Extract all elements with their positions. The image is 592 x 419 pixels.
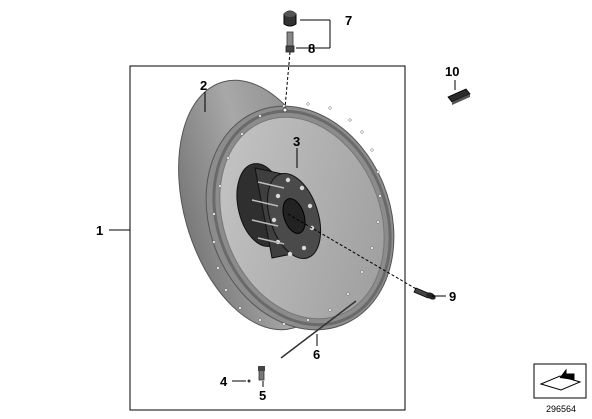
callout-8: 8 <box>308 41 315 56</box>
hub-ribs <box>251 181 285 245</box>
axle-bolt <box>413 287 436 300</box>
spoke-nipple <box>258 366 265 381</box>
valve-axis-line <box>284 51 291 109</box>
callout-1: 1 <box>96 223 103 238</box>
reference-number: 296564 <box>546 404 576 414</box>
callout-9: 9 <box>449 289 456 304</box>
hub-center <box>282 198 306 234</box>
callout-5: 5 <box>259 388 266 403</box>
valve-cap <box>283 10 297 27</box>
spoke <box>280 300 357 359</box>
balance-weight <box>447 88 471 105</box>
bolt-axis-line <box>287 213 419 291</box>
reference-box: 296564 <box>533 363 587 414</box>
valve-stem <box>285 31 295 53</box>
callout-4: 4 <box>220 374 228 389</box>
callout-2: 2 <box>200 78 207 93</box>
callout-6: 6 <box>313 347 320 362</box>
valve-hole <box>282 107 288 113</box>
leader-lines <box>109 19 456 387</box>
callout-3: 3 <box>293 134 300 149</box>
hub <box>236 163 322 259</box>
assembly-frame <box>129 65 406 411</box>
callout-10: 10 <box>445 64 459 79</box>
small-part-dot <box>247 379 251 383</box>
catalog-arrow-icon <box>539 368 582 391</box>
callout-7: 7 <box>345 13 352 28</box>
spoke-holes <box>212 102 382 326</box>
